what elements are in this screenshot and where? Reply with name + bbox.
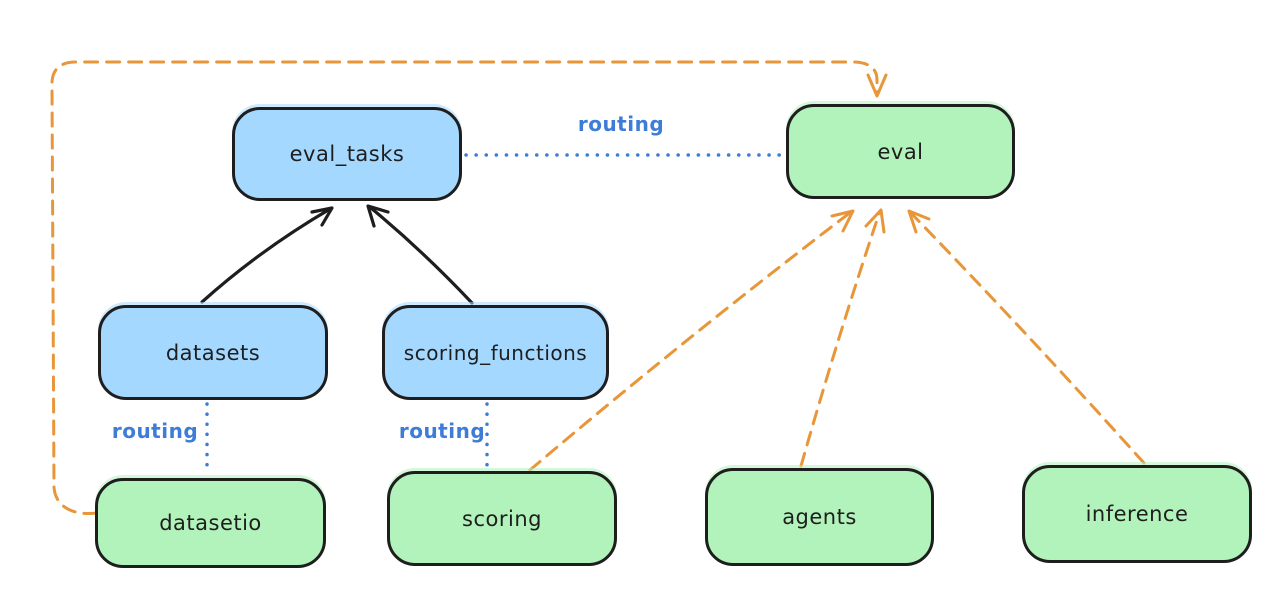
routing-label-eval_tasks-eval: routing [577,112,665,136]
node-agents-label: agents [782,505,857,529]
arrowhead-icon [830,209,855,233]
edge-datasets-to-eval_tasks [200,206,334,304]
node-eval_tasks-label: eval_tasks [289,142,405,166]
node-eval-label: eval [877,139,924,164]
routing-label-datasets-datasetio: routing [111,419,199,443]
arrowhead-icon [310,206,334,227]
edge-agents-to-eval [799,208,886,468]
node-datasets-label: datasets [165,340,261,365]
node-inference: inference [1022,465,1252,563]
routing-label-scoring_functions-scoring: routing [398,419,486,443]
node-scoring_functions-label: scoring_functions [403,340,588,365]
arrowhead-icon [907,209,931,234]
edge-scoring_functions-to-eval_tasks [366,204,474,305]
edge-inference-to-eval [907,209,1146,465]
node-eval_tasks: eval_tasks [232,107,462,201]
arrowhead-icon [366,204,390,228]
node-inference-label: inference [1085,502,1189,526]
node-datasets: datasets [98,305,328,400]
node-scoring-label: scoring [462,506,542,531]
arrowhead-down-icon [866,73,888,98]
node-scoring: scoring [387,471,617,566]
node-datasetio: datasetio [95,478,326,568]
node-agents: agents [705,468,934,566]
arrowhead-icon [864,208,886,234]
node-scoring_functions: scoring_functions [382,305,609,400]
node-eval: eval [786,104,1015,199]
edge-datasetio-to-eval [50,60,888,516]
node-datasetio-label: datasetio [159,511,262,535]
